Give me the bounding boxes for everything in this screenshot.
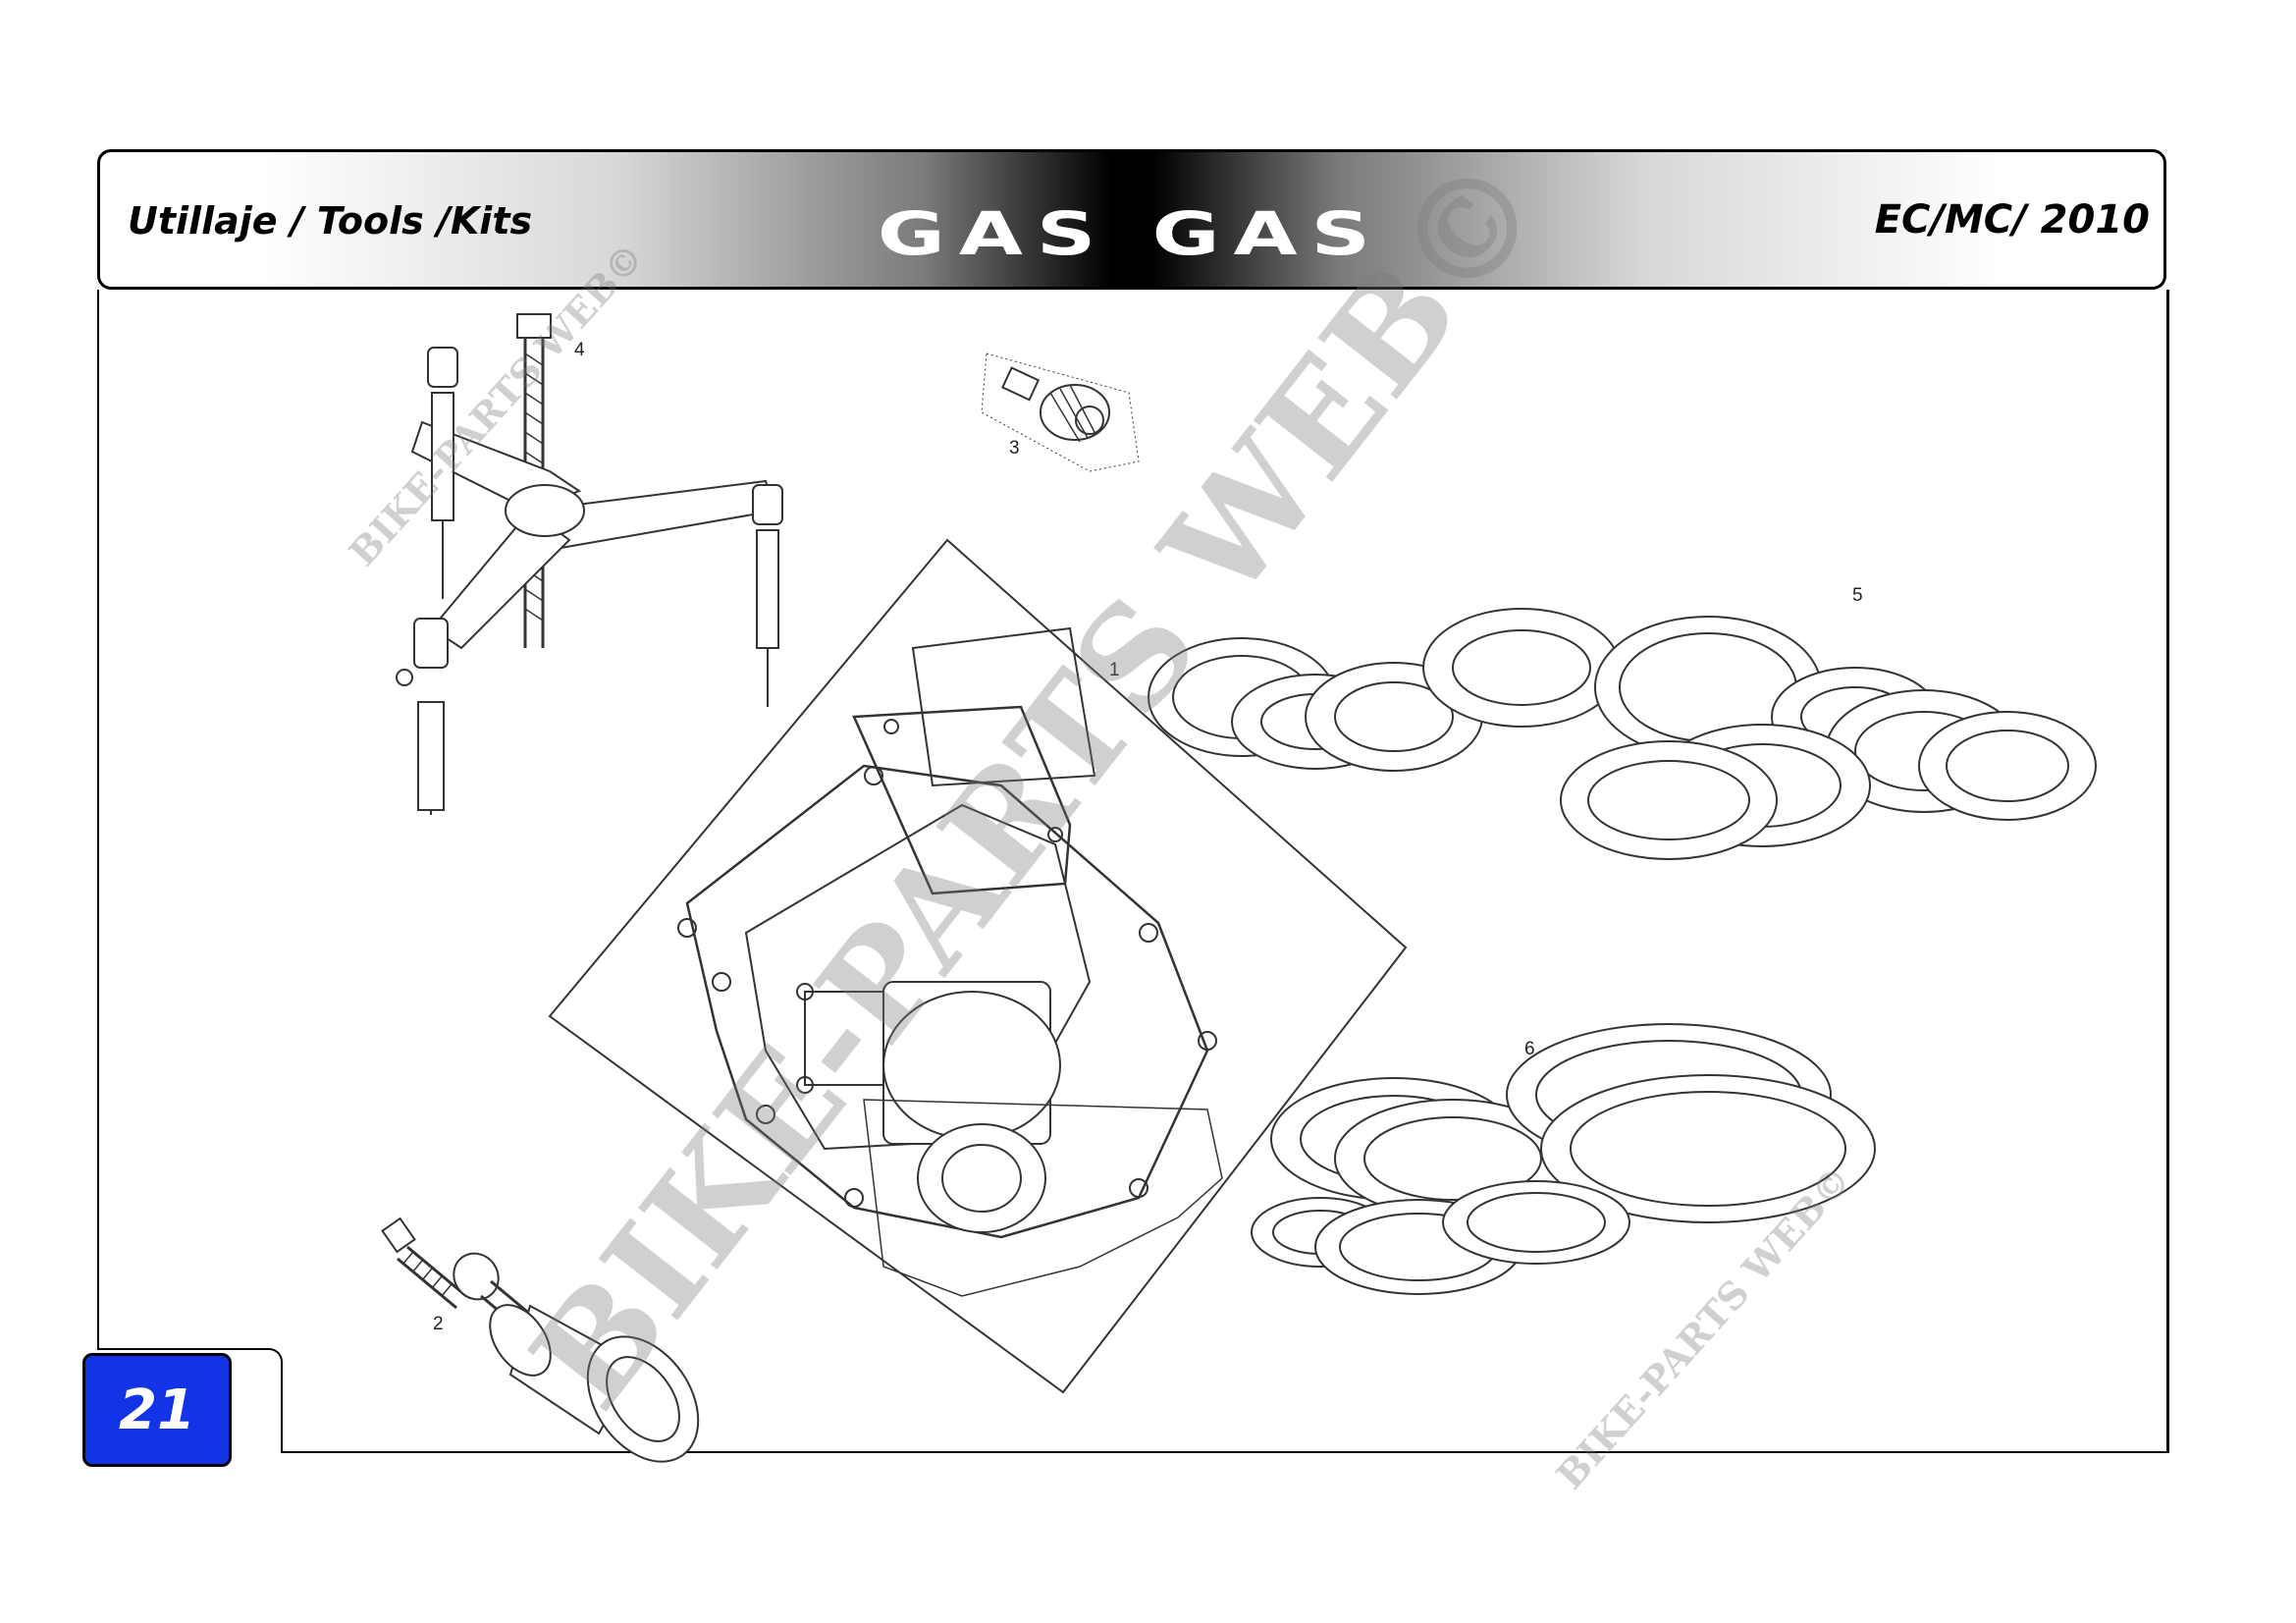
- brand-logo-text: GAS GAS: [878, 200, 1384, 268]
- bearing-driver-illustration: [381, 1217, 700, 1463]
- frame-bottom-border: [281, 1451, 2169, 1453]
- section-title: Utillaje / Tools /Kits: [128, 199, 533, 243]
- callout-5: 5: [1852, 585, 1863, 606]
- page-tab-outline: [97, 1348, 283, 1453]
- callout-2: 2: [433, 1314, 444, 1334]
- callout-1: 1: [1109, 660, 1120, 680]
- brand-logo: GAS GAS: [878, 200, 1384, 268]
- page-number-badge: 21: [82, 1353, 232, 1467]
- frame-right-border: [2166, 290, 2169, 1453]
- callout-4: 4: [574, 340, 585, 360]
- gasket-set-illustration: [548, 538, 1408, 1394]
- frame-left-border: [97, 290, 99, 1350]
- large-seal-set-illustration: [1251, 1023, 1876, 1295]
- header-bar: Utillaje / Tools /Kits GAS GAS EC/MC/ 20…: [97, 149, 2166, 290]
- puller-tool-illustration: [396, 313, 783, 815]
- model-year: EC/MC/ 2010: [1874, 197, 2150, 243]
- callout-6: 6: [1524, 1039, 1535, 1059]
- bolt-tool-illustration: [981, 352, 1140, 472]
- oil-seal-set-illustration: [1148, 608, 2097, 860]
- callout-3: 3: [1009, 438, 1020, 459]
